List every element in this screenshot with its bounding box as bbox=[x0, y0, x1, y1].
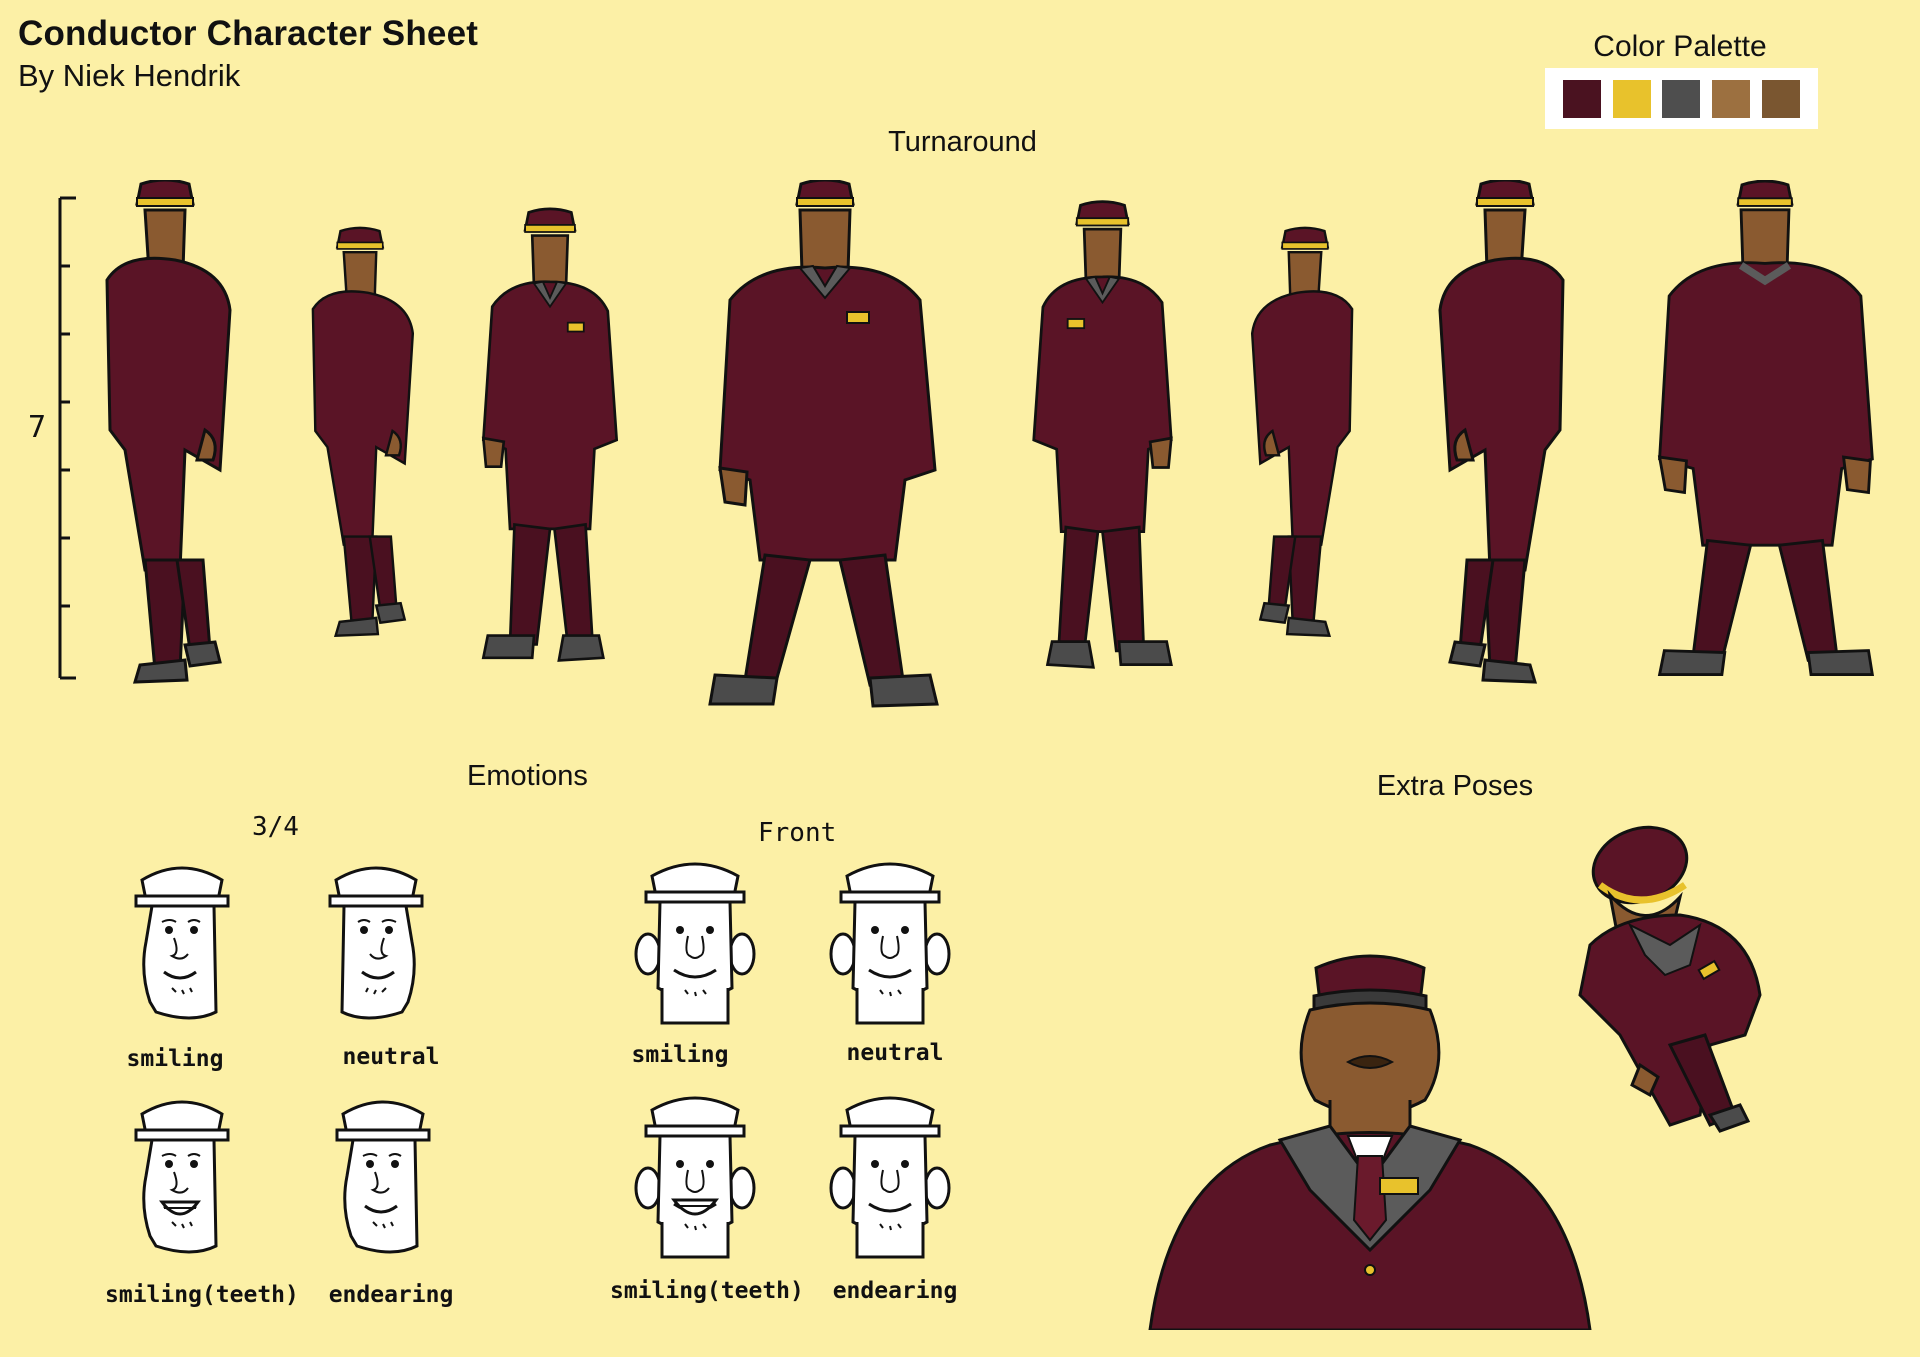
turnaround-figure-three-quarter-left bbox=[470, 180, 630, 700]
turnaround-figure-front bbox=[705, 180, 945, 710]
head-front-smiling-teeth bbox=[630, 1092, 760, 1272]
emotion-label-front-smiling: smiling bbox=[631, 1042, 729, 1068]
head-34-smiling bbox=[134, 866, 230, 1020]
extra-pose-low-angle bbox=[1148, 954, 1592, 1330]
palette-title: Color Palette bbox=[1593, 30, 1767, 63]
emotion-label-34-endearing: endearing bbox=[328, 1282, 454, 1308]
turnaround-figure-three-quarter-right bbox=[1020, 180, 1185, 700]
palette-swatch-brown bbox=[1712, 79, 1751, 118]
head-front-smiling bbox=[634, 862, 756, 1025]
palette-swatch-dark-brown bbox=[1762, 79, 1801, 118]
palette-swatch-gold bbox=[1612, 79, 1651, 118]
emotion-label-front-endearing: endearing bbox=[832, 1278, 958, 1304]
color-palette bbox=[1545, 68, 1818, 129]
emotion-label-34-neutral: neutral bbox=[342, 1044, 440, 1070]
emotions-view-three-quarter: 3/4 bbox=[252, 812, 299, 842]
turnaround-figure-back bbox=[1650, 180, 1880, 690]
head-34-endearing bbox=[335, 1100, 431, 1254]
head-34-smiling-teeth bbox=[132, 1096, 232, 1266]
sheet-title: Conductor Character Sheet bbox=[18, 14, 479, 53]
emotions-view-front: Front bbox=[758, 818, 837, 848]
turnaround-figure-back-left bbox=[85, 180, 245, 690]
turnaround-figure-back-right bbox=[1425, 180, 1585, 690]
emotion-label-front-smiling-teeth: smiling(teeth) bbox=[610, 1278, 804, 1304]
emotions-title: Emotions bbox=[467, 760, 588, 792]
turnaround-title: Turnaround bbox=[888, 126, 1037, 158]
emotion-label-front-neutral: neutral bbox=[846, 1040, 944, 1066]
sheet-author: By Niek Hendrik bbox=[18, 58, 241, 93]
emotion-label-34-smiling-teeth: smiling(teeth) bbox=[105, 1282, 299, 1308]
emotion-label-34-smiling: smiling bbox=[126, 1046, 224, 1072]
head-front-neutral bbox=[829, 862, 951, 1025]
extra-pose-high-angle bbox=[1578, 825, 1762, 1133]
palette-swatch-maroon bbox=[1562, 79, 1601, 118]
head-34-neutral bbox=[328, 866, 424, 1020]
height-ruler bbox=[58, 196, 76, 680]
ruler-label: 7 bbox=[28, 410, 47, 445]
palette-swatch-gray bbox=[1662, 79, 1701, 118]
turnaround-figure-profile-right bbox=[1240, 180, 1370, 690]
extra-poses-title: Extra Poses bbox=[1376, 770, 1534, 802]
head-front-endearing bbox=[829, 1096, 951, 1259]
turnaround-figure-profile-left bbox=[295, 180, 425, 690]
